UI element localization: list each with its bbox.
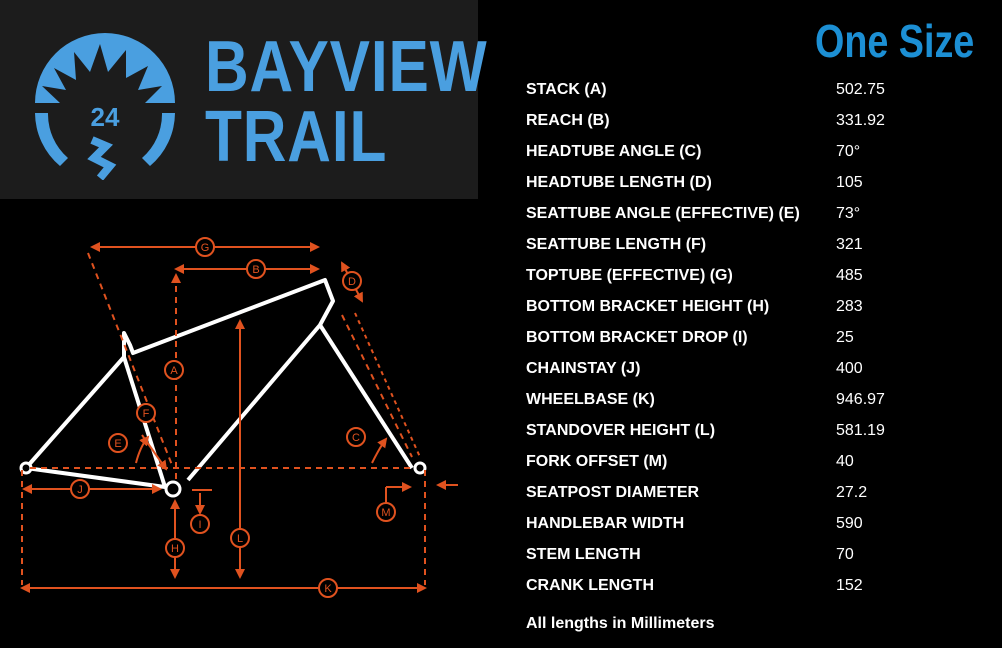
- geometry-value: 70°: [836, 142, 861, 160]
- geometry-value: 400: [836, 359, 863, 377]
- svg-text:B: B: [252, 264, 259, 276]
- svg-text:K: K: [324, 583, 332, 595]
- table-row: WHEELBASE (K) 946.97: [526, 384, 966, 415]
- table-row: HANDLEBAR WIDTH 590: [526, 508, 966, 539]
- badge-c: C: [346, 427, 366, 447]
- geometry-label: BOTTOM BRACKET HEIGHT (H): [526, 297, 770, 315]
- geometry-label: HANDLEBAR WIDTH: [526, 514, 685, 532]
- svg-text:J: J: [77, 484, 83, 496]
- table-row: STANDOVER HEIGHT (L) 581.19: [526, 415, 966, 446]
- svg-text:I: I: [198, 519, 201, 531]
- badge-j: J: [70, 479, 90, 499]
- brand-wordmark: BAYVIEW TRAIL: [205, 27, 541, 177]
- badge-l: L: [230, 528, 250, 548]
- table-row: FORK OFFSET (M) 40: [526, 446, 966, 477]
- geometry-label: BOTTOM BRACKET DROP (I): [526, 328, 748, 346]
- frame-geometry-diagram: G B D A F E C J: [19, 237, 458, 598]
- badge-b: B: [246, 259, 266, 279]
- table-row: SEATTUBE ANGLE (EFFECTIVE) (E) 73°: [526, 198, 966, 229]
- table-row: SEATPOST DIAMETER 27.2: [526, 477, 966, 508]
- geometry-value: 485: [836, 266, 863, 284]
- table-row: STEM LENGTH 70: [526, 539, 966, 570]
- badge-i: I: [190, 514, 210, 534]
- bike-frame: [24, 278, 414, 489]
- geometry-label: HEADTUBE ANGLE (C): [526, 142, 702, 160]
- geometry-value: 70: [836, 545, 854, 563]
- geometry-label: FORK OFFSET (M): [526, 452, 668, 470]
- geometry-value: 331.92: [836, 111, 885, 129]
- geometry-label: HEADTUBE LENGTH (D): [526, 173, 712, 191]
- geometry-label: STACK (A): [526, 80, 607, 98]
- geometry-value: 152: [836, 576, 863, 594]
- table-row: HEADTUBE ANGLE (C) 70°: [526, 136, 966, 167]
- svg-text:D: D: [348, 276, 356, 288]
- dimension-badges: G B D A F E C J: [70, 237, 396, 598]
- geometry-value: 105: [836, 173, 863, 191]
- geometry-value: 946.97: [836, 390, 885, 408]
- svg-text:G: G: [201, 242, 210, 254]
- badge-h: H: [165, 538, 185, 558]
- logo-panel: 24 BAYVIEW TRAIL: [0, 0, 487, 199]
- geometry-label: SEATTUBE ANGLE (EFFECTIVE) (E): [526, 204, 800, 222]
- svg-text:A: A: [170, 365, 178, 377]
- table-row: CRANK LENGTH 152: [526, 570, 966, 601]
- geometry-label: STANDOVER HEIGHT (L): [526, 421, 716, 439]
- svg-text:M: M: [381, 507, 390, 519]
- table-row: CHAINSTAY (J) 400: [526, 353, 966, 384]
- geometry-value: 502.75: [836, 80, 885, 98]
- logo-badge-number: 24: [91, 102, 120, 132]
- table-row: REACH (B) 331.92: [526, 105, 966, 136]
- badge-a: A: [164, 360, 184, 380]
- brand-line-1: BAYVIEW: [205, 27, 488, 107]
- geometry-table: STACK (A) 502.75 REACH (B) 331.92 HEADTUBE…: [526, 74, 966, 601]
- table-row: HEADTUBE LENGTH (D) 105: [526, 167, 966, 198]
- table-row: BOTTOM BRACKET HEIGHT (H) 283: [526, 291, 966, 322]
- geometry-label: WHEELBASE (K): [526, 390, 655, 408]
- svg-text:H: H: [171, 543, 179, 555]
- table-row: STACK (A) 502.75: [526, 74, 966, 105]
- geometry-value: 321: [836, 235, 863, 253]
- geometry-value: 581.19: [836, 421, 885, 439]
- geometry-value: 27.2: [836, 483, 868, 501]
- sunburst-logo-icon: 24: [35, 33, 175, 180]
- geometry-label: TOPTUBE (EFFECTIVE) (G): [526, 266, 733, 284]
- table-row: BOTTOM BRACKET DROP (I) 25: [526, 322, 966, 353]
- badge-e: E: [108, 433, 128, 453]
- geometry-value: 73°: [836, 204, 861, 222]
- geometry-value: 25: [836, 328, 854, 346]
- table-row: SEATTUBE LENGTH (F) 321: [526, 229, 966, 260]
- table-row: TOPTUBE (EFFECTIVE) (G) 485: [526, 260, 966, 291]
- svg-text:E: E: [114, 438, 121, 450]
- svg-text:C: C: [352, 432, 360, 444]
- badge-f: F: [136, 403, 156, 423]
- badge-d: D: [342, 271, 362, 291]
- geometry-label: CHAINSTAY (J): [526, 359, 641, 377]
- badge-k: K: [318, 578, 338, 598]
- geometry-value: 283: [836, 297, 863, 315]
- units-footnote: All lengths in Millimeters: [526, 615, 715, 632]
- brand-line-2: TRAIL: [205, 97, 388, 177]
- geometry-value: 40: [836, 452, 854, 470]
- bottom-bracket: [164, 480, 182, 498]
- geometry-label: STEM LENGTH: [526, 545, 641, 563]
- size-title: One Size: [814, 15, 974, 67]
- badge-m: M: [376, 502, 396, 522]
- front-axle: [413, 461, 427, 475]
- geometry-label: REACH (B): [526, 111, 610, 129]
- geometry-value: 590: [836, 514, 863, 532]
- svg-text:F: F: [143, 408, 150, 420]
- svg-text:L: L: [237, 533, 243, 545]
- badge-g: G: [195, 237, 215, 257]
- geometry-label: CRANK LENGTH: [526, 576, 654, 594]
- geometry-label: SEATPOST DIAMETER: [526, 483, 700, 501]
- geometry-label: SEATTUBE LENGTH (F): [526, 235, 707, 253]
